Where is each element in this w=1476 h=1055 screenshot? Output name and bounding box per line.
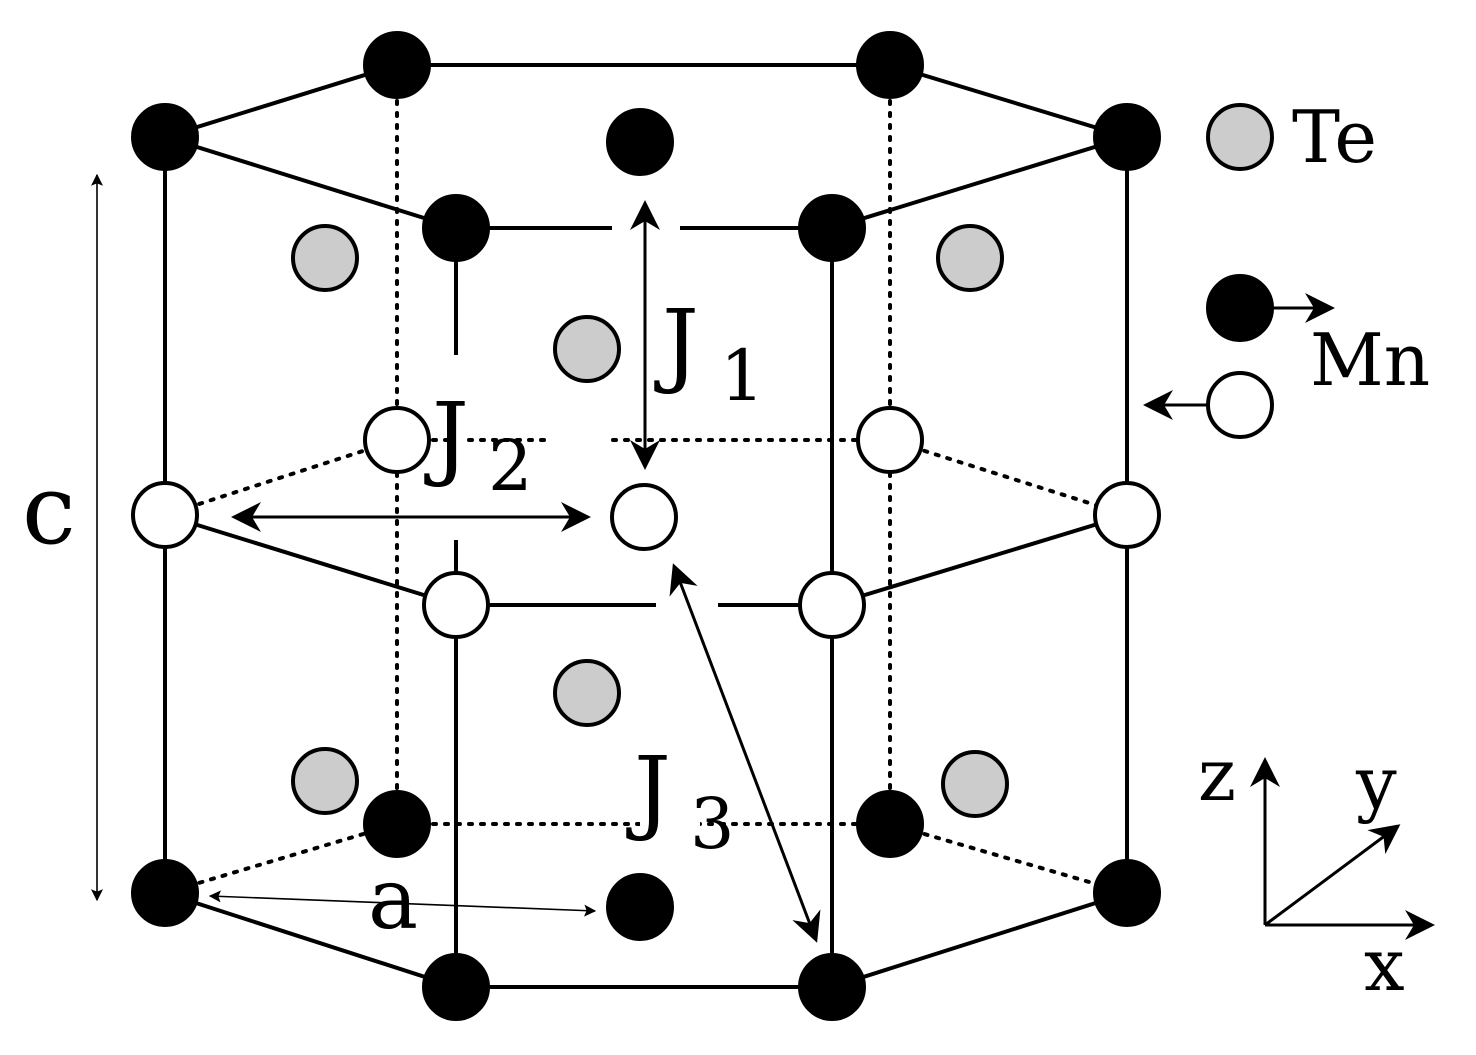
svg-text:3: 3 bbox=[690, 783, 735, 865]
svg-text:J: J bbox=[424, 383, 469, 490]
mn-legend-label: Mn bbox=[1310, 318, 1430, 402]
lattice-c-label: c bbox=[22, 454, 76, 566]
y-axis-label: y bbox=[1355, 741, 1397, 825]
x-axis-label: x bbox=[1364, 923, 1405, 1007]
svg-text:2: 2 bbox=[488, 425, 533, 507]
mn-up-atoms bbox=[131, 31, 1161, 1021]
lattice-a-label: a bbox=[368, 850, 418, 948]
j2-label: J 2 bbox=[424, 383, 533, 507]
exchange-arrows bbox=[91, 173, 821, 943]
mn-down-legend-marker bbox=[1206, 371, 1274, 439]
te-atoms bbox=[291, 224, 1009, 818]
svg-text:J: J bbox=[654, 290, 699, 397]
j3-arrow bbox=[669, 563, 821, 943]
svg-text:J: J bbox=[626, 737, 671, 844]
legend: Te Mn bbox=[1143, 95, 1430, 439]
y-axis bbox=[1264, 824, 1401, 927]
mn-down-atoms bbox=[131, 406, 1161, 639]
svg-text:1: 1 bbox=[720, 335, 765, 417]
j3-label: J 3 bbox=[626, 737, 735, 865]
middle-hexagon bbox=[163, 438, 1129, 607]
z-axis-label: z bbox=[1198, 733, 1236, 817]
coordinate-axes: z y x bbox=[1198, 733, 1435, 1007]
mn-up-legend-marker bbox=[1206, 274, 1274, 342]
te-legend-label: Te bbox=[1292, 95, 1377, 179]
te-legend-marker bbox=[1206, 103, 1274, 171]
j1-label: J 1 bbox=[654, 290, 765, 417]
lattice-a-arrow bbox=[208, 890, 597, 917]
